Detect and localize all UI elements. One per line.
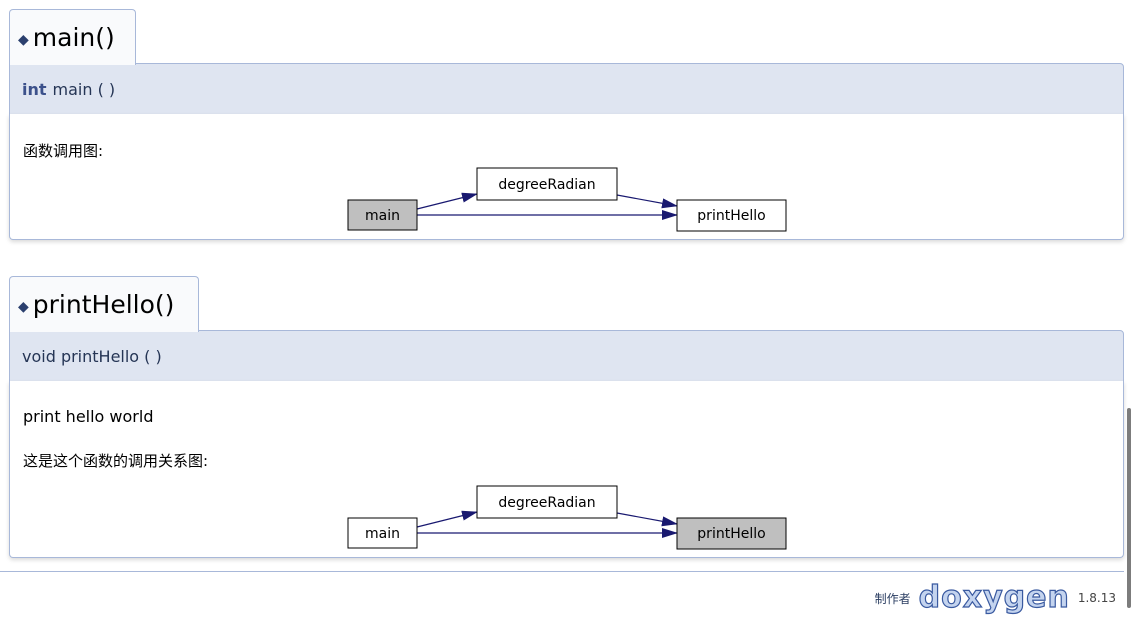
node-label-printhello: printHello (697, 526, 765, 542)
node-printhello[interactable]: printHello (676, 199, 787, 232)
node-label-printhello: printHello (697, 208, 765, 224)
node-main[interactable]: main (347, 199, 418, 231)
edge-degreeradian-printhello (616, 512, 678, 527)
member-prototype: int main ( ) (9, 63, 1124, 115)
diamond-icon: ◆ (18, 298, 29, 315)
node-label-degreeradian: degreeRadian (498, 177, 595, 193)
vertical-scrollbar[interactable] (1127, 408, 1131, 608)
member-title-tab: ◆ printHello() (9, 276, 199, 332)
node-main[interactable]: main (347, 517, 418, 549)
member-prototype: void printHello ( ) (9, 330, 1124, 382)
edge-main-degreeradian (416, 510, 478, 528)
call-graph[interactable]: main degreeRadian printHello (10, 114, 1125, 240)
member-doc: 函数调用图: main degreeRadian printHello (9, 114, 1124, 240)
footer-made-by: 制作者 (874, 591, 911, 606)
footer-divider (0, 571, 1124, 572)
prototype-signature: void printHello ( ) (22, 346, 162, 366)
node-printhello[interactable]: printHello (676, 517, 787, 550)
prototype-signature: main ( ) (52, 79, 116, 99)
node-label-main: main (365, 526, 400, 542)
edge-main-degreeradian (416, 192, 478, 210)
node-label-main: main (365, 208, 400, 224)
member-doc: print hello world 这是这个函数的调用关系图: main deg… (9, 381, 1124, 558)
member-description: print hello world (23, 407, 154, 426)
graph-caption: 这是这个函数的调用关系图: (23, 452, 209, 470)
node-degreeradian[interactable]: degreeRadian (476, 485, 618, 519)
diamond-icon: ◆ (18, 31, 29, 48)
edge-degreeradian-printhello (616, 194, 678, 209)
caller-graph[interactable]: main degreeRadian printHello (10, 381, 1125, 558)
node-label-degreeradian: degreeRadian (498, 495, 595, 511)
page-footer: 制作者 doxygen 1.8.13 (874, 580, 1116, 615)
doxygen-logo[interactable]: doxygen (918, 580, 1070, 615)
footer-version: 1.8.13 (1077, 591, 1116, 605)
node-degreeradian[interactable]: degreeRadian (476, 167, 618, 201)
member-title: main() (32, 23, 115, 52)
member-title-tab: ◆ main() (9, 9, 136, 65)
graph-caption: 函数调用图: (23, 142, 104, 160)
prototype-keyword: int (22, 79, 47, 99)
member-title: printHello() (32, 290, 175, 319)
